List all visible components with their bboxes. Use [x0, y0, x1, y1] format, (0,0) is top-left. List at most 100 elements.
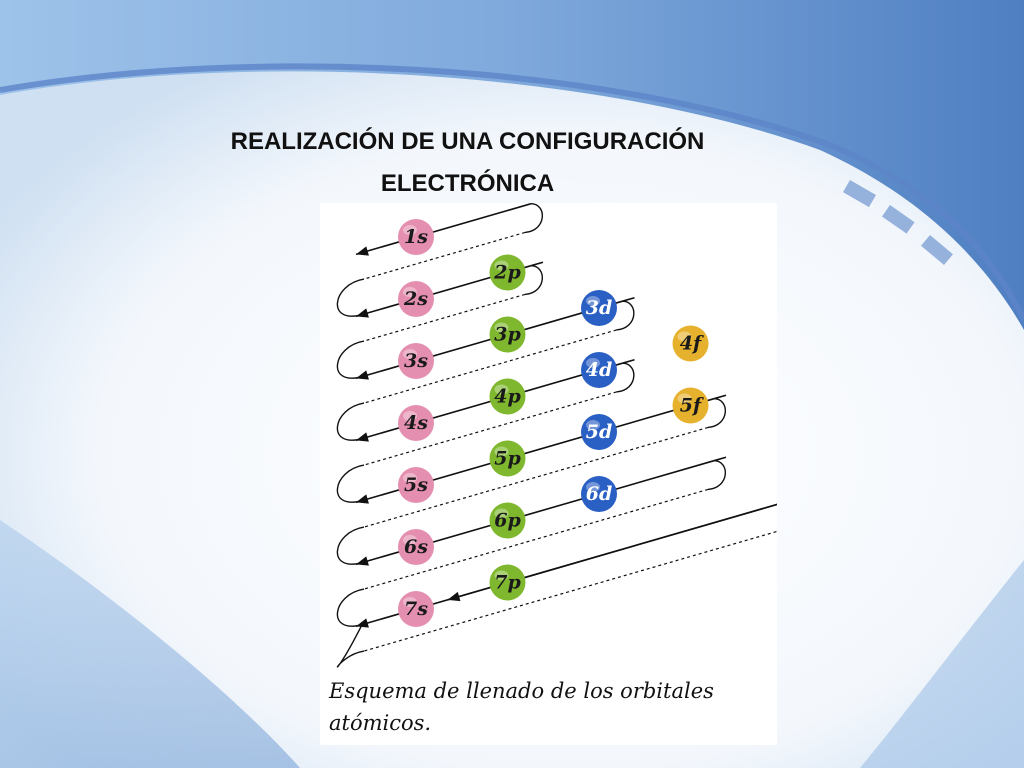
bubble-highlight — [403, 411, 417, 421]
orbital-label: 3p — [494, 324, 521, 346]
left-loop — [336, 402, 365, 441]
orbital-filling-diagram: 1s 2s 2p 3s 3p 3d 4s 4p 4d 4f 5s 5p 5d 5f 6s 6p 6d 7s 7p E… — [320, 203, 777, 745]
aufbau-spiral: 1s 2s 2p 3s 3p 3d 4s 4p 4d 4f 5s 5p 5d 5f 6s 6p 6d 7s 7p — [336, 203, 777, 668]
orbital-bubble — [489, 564, 526, 601]
arrow-head — [356, 556, 369, 566]
bubble-highlight — [403, 473, 417, 483]
orbital-label: 5f — [680, 395, 704, 417]
left-loop — [336, 624, 365, 668]
bubble-highlight — [494, 322, 509, 333]
orbital-3d: 3d — [581, 290, 617, 326]
orbital-bubble — [398, 405, 434, 441]
right-loop — [616, 300, 635, 331]
bubble-highlight — [586, 482, 600, 492]
bubble-highlight — [403, 225, 417, 235]
orbital-bubble — [581, 414, 617, 450]
arrow-head — [356, 308, 369, 318]
orbital-bubble — [398, 467, 434, 503]
caption-line-1: Esquema de llenado de los orbitales — [329, 679, 714, 703]
bubble-highlight — [403, 287, 417, 297]
diagonal-extension — [713, 394, 727, 400]
orbital-bubble — [398, 219, 434, 255]
caption-line-2: atómicos. — [329, 711, 432, 735]
orbital-bubble — [489, 254, 526, 291]
bubble-highlight — [403, 597, 417, 607]
orbital-bubble — [581, 352, 617, 388]
orbital-5f: 5f — [672, 387, 709, 424]
bubble-highlight — [494, 260, 509, 271]
orbital-6s: 6s — [398, 529, 434, 565]
arrow-head — [356, 618, 369, 628]
arrow-head — [356, 246, 369, 256]
orbital-label: 4p — [494, 386, 521, 408]
diagonal-extension — [530, 261, 544, 267]
orbital-2s: 2s — [398, 281, 434, 317]
arrow-head — [356, 432, 369, 442]
bubble-highlight — [494, 384, 509, 395]
bubble-highlight — [494, 446, 509, 457]
dashed-guide — [363, 293, 526, 342]
left-loop — [336, 588, 365, 627]
orbital-1s: 1s — [398, 219, 434, 255]
orbital-label: 3d — [586, 297, 613, 319]
diagram-caption: Esquema de llenado de los orbitales atóm… — [329, 675, 769, 739]
orbital-label: 5s — [404, 474, 428, 496]
left-loop — [336, 526, 365, 565]
orbital-4s: 4s — [398, 405, 434, 441]
orbital-bubble — [489, 440, 526, 477]
orbital-6d: 6d — [581, 476, 617, 512]
orbital-5s: 5s — [398, 467, 434, 503]
orbital-bubble — [672, 325, 709, 362]
orbital-5d: 5d — [581, 414, 617, 450]
left-loop — [336, 464, 365, 503]
orbital-label: 5d — [586, 421, 613, 443]
bubble-highlight — [403, 349, 417, 359]
orbital-4p: 4p — [489, 378, 526, 415]
right-loop — [707, 397, 727, 429]
orbital-label: 4f — [680, 333, 704, 355]
orbital-label: 7p — [494, 572, 521, 594]
orbital-bubble — [398, 591, 434, 627]
dashed-guide — [363, 231, 526, 280]
bubble-highlight — [403, 535, 417, 545]
orbital-bubble — [398, 343, 434, 379]
orbital-label: 6d — [586, 483, 613, 505]
right-loop — [524, 264, 544, 296]
orbital-label: 5p — [494, 448, 521, 470]
orbital-label: 2p — [493, 262, 521, 284]
left-loop — [336, 340, 365, 379]
orbital-label: 1s — [404, 226, 428, 248]
left-loop — [336, 278, 365, 317]
diagonal-line — [355, 203, 532, 256]
orbital-label: 6s — [404, 536, 428, 558]
orbital-5p: 5p — [489, 440, 526, 477]
orbital-bubble — [672, 387, 709, 424]
orbital-label: 4s — [404, 412, 428, 434]
orbital-bubble — [489, 502, 526, 539]
orbital-bubble — [581, 476, 617, 512]
bubble-highlight — [494, 508, 509, 519]
bubble-highlight — [586, 358, 600, 368]
diagonal-extension — [622, 358, 635, 364]
orbital-label: 4d — [586, 359, 613, 381]
orbital-label: 2s — [403, 288, 428, 310]
orbital-4f: 4f — [672, 325, 709, 362]
orbital-bubble — [398, 281, 434, 317]
dashed-guide — [363, 329, 617, 404]
slide-title-line-1: REALIZACIÓN DE UNA CONFIGURACIÓN — [230, 128, 705, 155]
orbital-3p: 3p — [489, 316, 526, 353]
orbital-label: 6p — [494, 510, 521, 532]
right-loop — [707, 459, 727, 491]
orbital-bubble — [489, 378, 526, 415]
orbital-7p: 7p — [489, 564, 526, 601]
bubble-highlight — [677, 393, 692, 404]
arrow-head — [356, 494, 369, 504]
right-loop — [524, 203, 544, 234]
orbital-label: 7s — [404, 598, 428, 620]
orbital-label: 3s — [404, 350, 428, 372]
orbital-bubble — [489, 316, 526, 353]
arrow-head — [356, 370, 369, 380]
orbital-6p: 6p — [489, 502, 526, 539]
bubble-highlight — [586, 296, 600, 306]
slide-title-line-2: ELECTRÓNICA — [380, 170, 555, 197]
